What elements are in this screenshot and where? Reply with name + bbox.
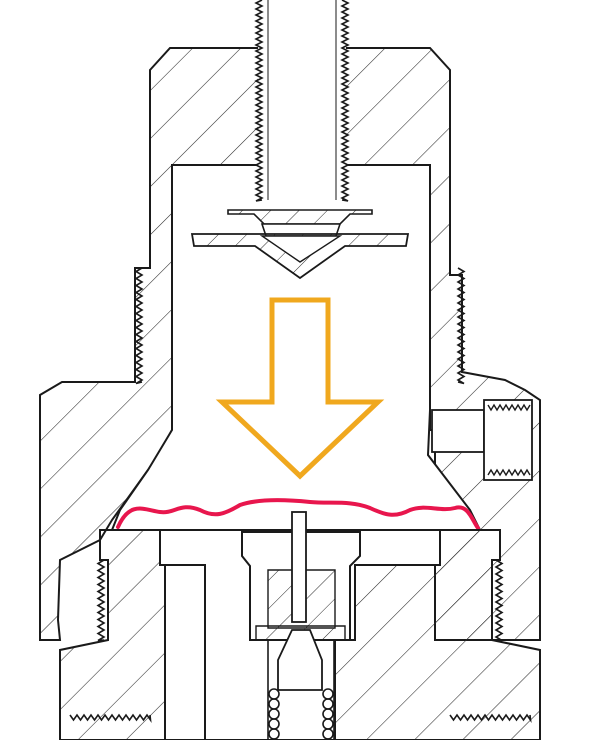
spring-coil-right bbox=[323, 738, 333, 740]
side-port bbox=[431, 399, 533, 481]
left-passage bbox=[164, 564, 206, 740]
poppet bbox=[241, 511, 361, 740]
poppet-spring bbox=[268, 688, 334, 740]
adjusting-stem bbox=[254, 0, 350, 202]
bonnet-threads bbox=[134, 267, 466, 385]
flow-arrow bbox=[215, 297, 385, 480]
spring-coil-left bbox=[269, 738, 279, 740]
spring-button bbox=[190, 209, 410, 280]
diaphragm bbox=[116, 498, 480, 530]
body-threads bbox=[69, 559, 532, 723]
